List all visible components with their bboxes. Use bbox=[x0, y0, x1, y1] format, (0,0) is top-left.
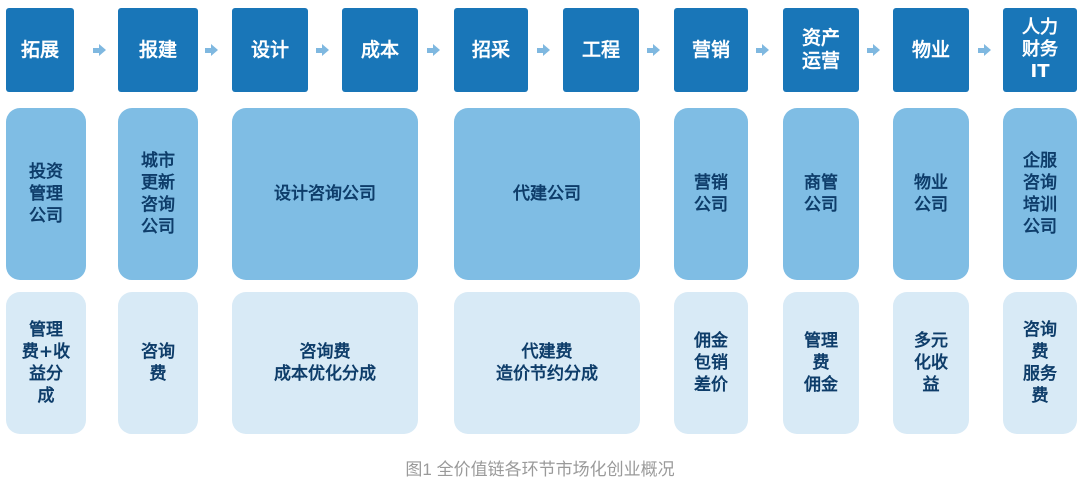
stage-baojian: 报建 bbox=[118, 8, 198, 92]
revenue-consulting-fee: 咨询 费 bbox=[118, 292, 198, 434]
company-urban-renewal-consulting: 城市 更新 咨询 公司 bbox=[118, 108, 198, 280]
company-investment-management: 投资 管理 公司 bbox=[6, 108, 86, 280]
revenue-service-fee: 咨询 费 服务 费 bbox=[1003, 292, 1077, 434]
company-marketing: 营销 公司 bbox=[674, 108, 748, 280]
revenue-agent-construction-fee: 代建费 造价节约分成 bbox=[454, 292, 640, 434]
stage-renli-caiwu-it: 人力 财务 IT bbox=[1003, 8, 1077, 92]
company-commercial-management: 商管 公司 bbox=[783, 108, 859, 280]
stage-tuozhan: 拓展 bbox=[6, 8, 74, 92]
stage-yingxiao: 营销 bbox=[674, 8, 748, 92]
revenue-commission: 佣金 包销 差价 bbox=[674, 292, 748, 434]
stage-zhaocai: 招采 bbox=[454, 8, 528, 92]
stage-gongcheng: 工程 bbox=[563, 8, 639, 92]
company-property: 物业 公司 bbox=[893, 108, 969, 280]
company-agent-construction: 代建公司 bbox=[454, 108, 640, 280]
revenue-management-fee: 管理 费+收 益分 成 bbox=[6, 292, 86, 434]
stage-wuye: 物业 bbox=[893, 8, 969, 92]
revenue-design-fee: 咨询费 成本优化分成 bbox=[232, 292, 418, 434]
stage-chengben: 成本 bbox=[342, 8, 418, 92]
stage-sheji: 设计 bbox=[232, 8, 308, 92]
company-enterprise-services: 企服 咨询 培训 公司 bbox=[1003, 108, 1077, 280]
figure-caption: 图1 全价值链各环节市场化创业概况 bbox=[405, 460, 675, 479]
revenue-diversified: 多元 化收 益 bbox=[893, 292, 969, 434]
stage-zichan-yunying: 资产 运营 bbox=[783, 8, 859, 92]
company-design-consulting: 设计咨询公司 bbox=[232, 108, 418, 280]
revenue-commercial-fee: 管理 费 佣金 bbox=[783, 292, 859, 434]
